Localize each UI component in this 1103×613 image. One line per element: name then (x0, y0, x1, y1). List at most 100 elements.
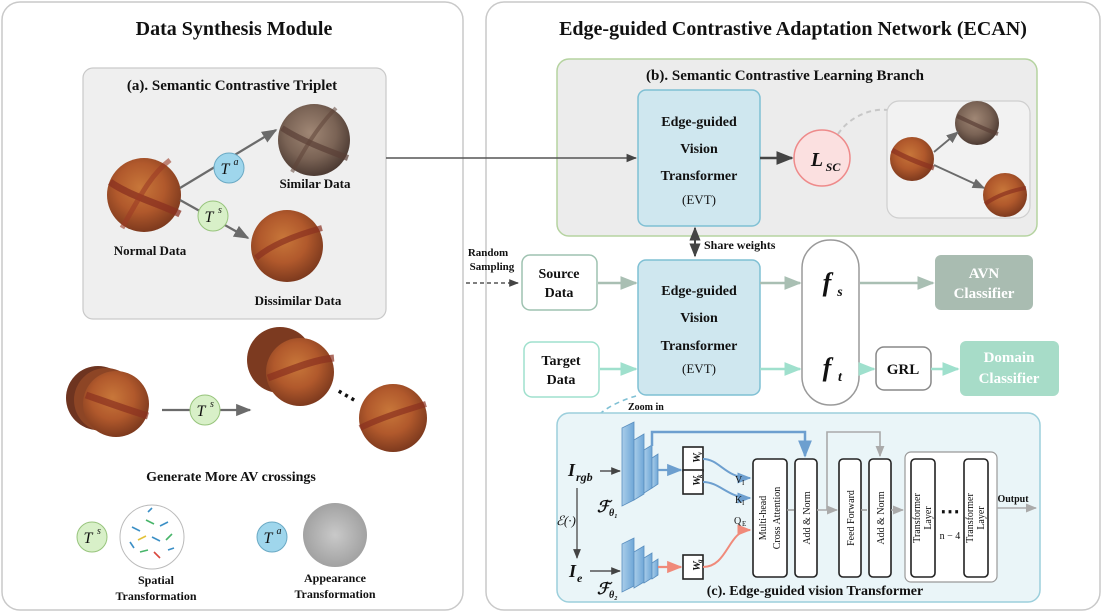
branch-title: (b). Semantic Contrastive Learning Branc… (646, 68, 925, 84)
svg-text:a: a (234, 157, 239, 168)
layers-dots: ⋯ (940, 501, 960, 523)
thumb-normal (890, 137, 935, 181)
similar-data-image (278, 104, 350, 176)
svg-text:θ₁: θ₁ (609, 508, 618, 519)
ft-feature-sub: t (838, 370, 843, 385)
edge-op-label: ℰ(·) (556, 513, 576, 528)
avn-classifier-box[interactable] (935, 255, 1033, 310)
svg-text:V: V (735, 475, 743, 486)
normal-data-label: Normal Data (114, 243, 187, 258)
svg-text:I: I (742, 479, 745, 487)
thumb-arrow-dissimilar (933, 164, 986, 189)
svg-text:L: L (810, 149, 823, 171)
svg-text:e: e (577, 571, 583, 585)
svg-text:θ₂: θ₂ (609, 590, 618, 601)
encoder-theta1-feature-maps (621, 421, 659, 507)
random-sampling-label-2: Sampling (470, 261, 515, 273)
svg-text:I: I (568, 561, 577, 581)
svg-text:Q: Q (734, 516, 742, 527)
svg-text:T: T (221, 161, 231, 178)
normal-data-image (107, 158, 182, 232)
add-norm-1-box (794, 458, 818, 578)
ta-legend-badge: T a (256, 521, 288, 553)
svg-text:ℱ: ℱ (597, 499, 613, 516)
q-path (702, 524, 752, 568)
zoom-in-label: Zoom in (628, 402, 664, 413)
left-panel-title: Data Synthesis Module (136, 18, 333, 40)
target-data-box[interactable] (523, 341, 600, 398)
svg-text:rgb: rgb (576, 470, 593, 484)
transformer-layer-last (963, 458, 989, 578)
transformer-layer-last-label-2: Layer (976, 506, 987, 530)
svg-text:E: E (742, 520, 746, 528)
ts-badge-generate: T s (189, 394, 221, 426)
domain-classifier-box[interactable] (960, 341, 1059, 396)
transformer-layer-last-label-1: Transformer (965, 493, 976, 543)
svg-text:s: s (210, 399, 214, 410)
zoom-in-dashed-link (595, 395, 637, 419)
source-data-box[interactable] (521, 254, 598, 311)
fs-feature-main: f (823, 268, 834, 297)
spatial-label-1: Spatial (138, 573, 175, 587)
mhca-box (752, 458, 788, 578)
i-rgb-input: I rgb (567, 460, 593, 484)
svg-text:s: s (97, 526, 101, 537)
svg-text:T: T (205, 209, 215, 226)
ft-feature-main: f (823, 353, 834, 382)
svg-text:T: T (264, 530, 274, 547)
ts-badge: T s (197, 200, 229, 232)
evt-bottom-line-1: Edge-guided (661, 284, 737, 299)
lsc-dashed-link (837, 108, 889, 135)
avn-classifier-label-1: AVN (969, 266, 1000, 282)
mhca-label-1: Multi-head (758, 496, 769, 540)
spatial-field-icon (119, 504, 185, 570)
fs-feature-sub: s (836, 285, 843, 300)
transformer-layer-first-label-1: Transformer (912, 493, 923, 543)
svg-text:k: k (696, 474, 704, 478)
domain-classifier-label-2: Classifier (979, 371, 1040, 387)
svg-text:K: K (735, 495, 743, 506)
domain-classifier-label-1: Domain (984, 350, 1035, 366)
evt-bottom-line-4: (EVT) (682, 361, 716, 376)
n-minus-4-label: n − 4 (940, 531, 961, 542)
svg-text:W: W (691, 452, 703, 463)
transformer-layer-first-label-2: Layer (923, 506, 934, 530)
output-label: Output (997, 494, 1029, 505)
evt-top-line-4: (EVT) (682, 192, 716, 207)
k-label: K I (735, 495, 745, 507)
add-norm-2-box (868, 458, 892, 578)
stacked-generated-images (247, 327, 335, 406)
f-theta2-label: ℱ θ₂ (597, 581, 618, 601)
svg-text:q: q (696, 559, 704, 563)
appearance-label-2: Transformation (294, 587, 375, 601)
svg-text:a: a (277, 526, 282, 537)
feature-pill (801, 239, 860, 406)
thumb-arrow-similar (933, 131, 959, 153)
q-label: Q E (734, 516, 746, 528)
svg-text:I: I (567, 460, 576, 480)
wv-label: W v (691, 451, 704, 463)
avn-classifier-label-2: Classifier (954, 286, 1015, 302)
f-theta1-label: ℱ θ₁ (597, 499, 618, 519)
ta-badge: T a (213, 152, 245, 184)
triplet-title: (a). Semantic Contrastive Triplet (127, 78, 337, 94)
appearance-label-1: Appearance (304, 571, 367, 585)
generate-caption: Generate More AV crossings (146, 470, 316, 485)
v-path (702, 458, 752, 484)
lsc-loss-node: L SC (793, 129, 851, 187)
right-panel-title: Edge-guided Contrastive Adaptation Netwo… (559, 18, 1027, 40)
i-e-input: I e (568, 561, 583, 585)
svg-text:v: v (696, 451, 704, 455)
svg-text:SC: SC (826, 160, 842, 174)
k-path (702, 481, 752, 504)
spatial-label-2: Transformation (115, 589, 196, 603)
add-norm-1-label: Add & Norm (802, 491, 813, 545)
stacked-source-images (66, 366, 150, 437)
target-data-label-1: Target (541, 354, 580, 369)
target-data-label-2: Data (547, 373, 576, 388)
wq-label: W q (691, 559, 704, 571)
svg-text:W: W (691, 560, 703, 571)
feed-forward-label: Feed Forward (846, 490, 857, 546)
feed-forward-box (838, 458, 862, 578)
